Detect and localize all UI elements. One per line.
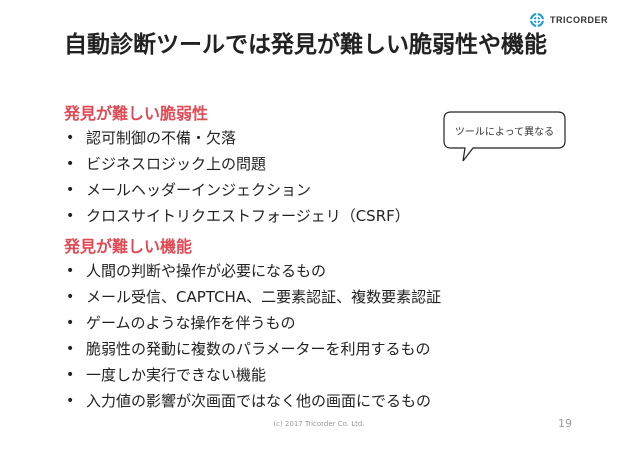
list-item: クロスサイトリクエストフォージェリ（CSRF）: [64, 203, 410, 229]
section-features: 発見が難しい機能 人間の判断や操作が必要になるもの メール受信、CAPTCHA、…: [64, 236, 441, 414]
list-item: ビジネスロジック上の問題: [64, 151, 410, 177]
page-number: 19: [558, 417, 572, 430]
list-item: メール受信、CAPTCHA、二要素認証、複数要素認証: [64, 284, 441, 310]
tricorder-logo-icon: [529, 12, 545, 28]
list-item: 脆弱性の発動に複数のパラメーターを利用するもの: [64, 336, 441, 362]
list-item: ゲームのような操作を伴うもの: [64, 310, 441, 336]
footer-copyright: (c) 2017 Tricorder Co. Ltd.: [273, 420, 365, 428]
page-title: 自動診断ツールでは発見が難しい脆弱性や機能: [64, 32, 547, 58]
list-item: 入力値の影響が次画面ではなく他の画面にでるもの: [64, 388, 441, 414]
list-item: 一度しか実行できない機能: [64, 362, 441, 388]
callout-bubble: ツールによって異なる: [443, 111, 566, 162]
logo: TRICORDER: [529, 12, 608, 28]
section-heading: 発見が難しい機能: [64, 237, 193, 256]
list-item: 認可制御の不備・欠落: [64, 125, 410, 151]
callout-text: ツールによって異なる: [454, 126, 555, 138]
section-vulnerabilities: 発見が難しい脆弱性 認可制御の不備・欠落 ビジネスロジック上の問題 メールヘッダ…: [64, 103, 410, 229]
bullet-list: 人間の判断や操作が必要になるもの メール受信、CAPTCHA、二要素認証、複数要…: [64, 258, 441, 414]
bullet-list: 認可制御の不備・欠落 ビジネスロジック上の問題 メールヘッダーインジェクション …: [64, 125, 410, 229]
list-item: メールヘッダーインジェクション: [64, 177, 410, 203]
list-item: 人間の判断や操作が必要になるもの: [64, 258, 441, 284]
section-heading: 発見が難しい脆弱性: [64, 104, 209, 123]
logo-text: TRICORDER: [550, 15, 608, 25]
